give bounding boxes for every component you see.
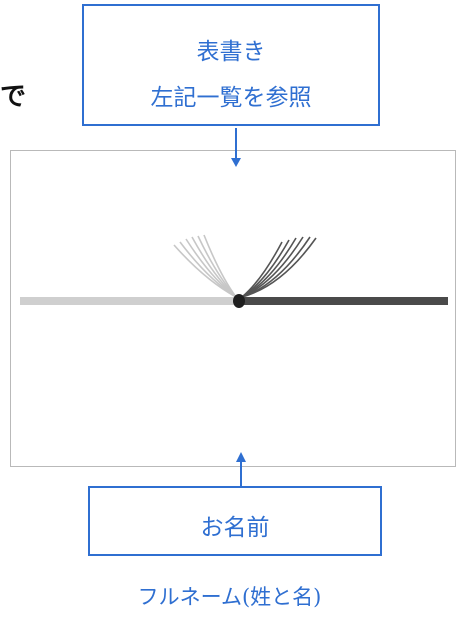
noshi-envelope-illustration bbox=[10, 150, 456, 467]
name-label-box: お名前 bbox=[88, 486, 382, 556]
mizuhiki-left-loops bbox=[173, 234, 237, 298]
omotegaki-note: 左記一覧を参照 bbox=[150, 85, 312, 111]
clipped-side-character: で bbox=[0, 82, 27, 112]
arrow-up-icon bbox=[236, 452, 246, 486]
fullname-caption: フルネーム(姓と名) bbox=[137, 585, 322, 609]
mizuhiki-right-loops bbox=[241, 236, 317, 298]
mizuhiki-cord bbox=[20, 234, 448, 308]
name-label: お名前 bbox=[200, 515, 270, 541]
omotegaki-label-box: 表書き 左記一覧を参照 bbox=[82, 4, 380, 126]
arrow-down-icon bbox=[231, 128, 241, 167]
mizuhiki-knot bbox=[233, 294, 245, 308]
omotegaki-title: 表書き bbox=[196, 39, 266, 65]
